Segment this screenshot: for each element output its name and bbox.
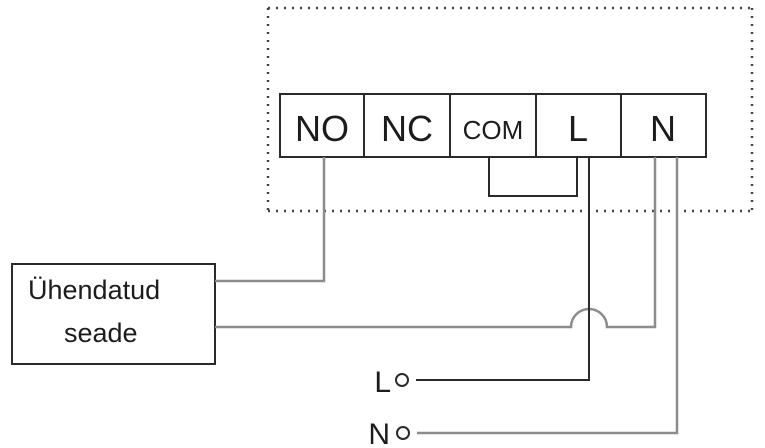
supply-n-label: N [368,418,390,448]
wire-l-supply [416,157,590,381]
wire-n-supply [417,157,679,435]
supply-l-terminal-icon [395,373,409,387]
device-box [11,263,216,365]
supply-n: N [368,418,410,448]
terminal-block: NO NC COM L N [279,93,707,158]
terminal-n-label: N [650,108,676,149]
supply-l-label: L [374,366,391,399]
device-label-line1: Ühendatud [28,275,160,305]
device-label-line2: seade [64,318,138,348]
terminal-no-label: NO [295,108,349,149]
wire-no-to-device [215,157,326,283]
terminal-l-label: L [568,108,588,149]
terminal-nc-label: NC [381,108,433,149]
connected-device: Ühendatud seade [11,263,216,365]
relay-enclosure [266,6,754,213]
supply-n-terminal-icon [396,426,410,440]
wire-device-to-n [215,157,657,329]
terminal-com-label: COM [463,115,524,145]
terminal-block-frame [279,93,707,158]
supply-l: L [374,366,409,399]
com-l-jumper [488,157,578,197]
